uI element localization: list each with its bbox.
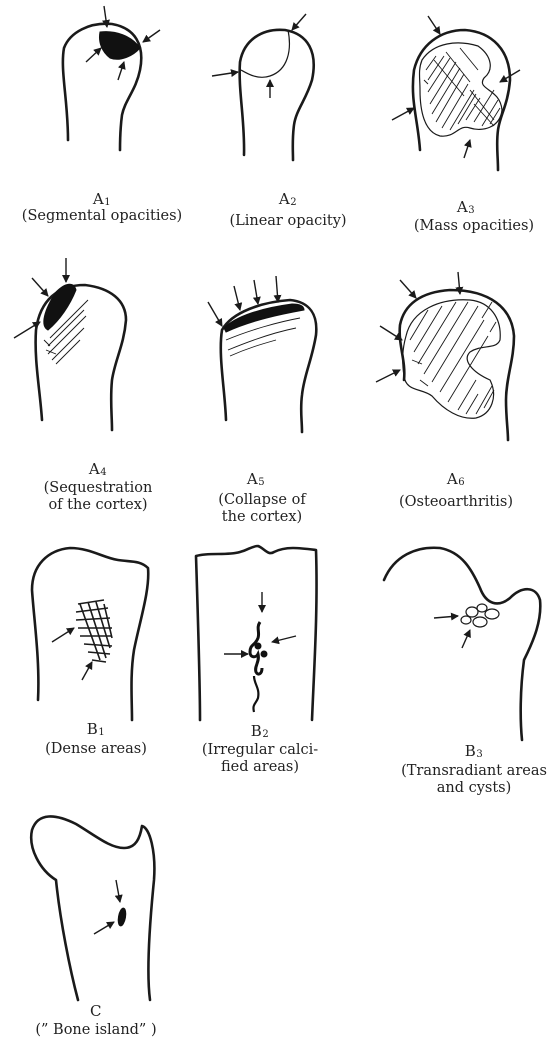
panel-c-drawing bbox=[31, 816, 154, 1000]
caption-a6: (Osteoarthritis) bbox=[346, 494, 557, 511]
arrow bbox=[376, 370, 400, 382]
panel-a3-drawing bbox=[392, 16, 520, 170]
panel-b3-drawing bbox=[384, 548, 540, 740]
bone-outline-a3 bbox=[413, 30, 510, 170]
panel-a6-drawing bbox=[376, 272, 514, 440]
arrow bbox=[94, 922, 114, 934]
arrow bbox=[276, 276, 278, 302]
panel-a2-drawing bbox=[212, 14, 314, 160]
arrow bbox=[272, 636, 296, 642]
panel-code-b3: B3 bbox=[374, 742, 557, 760]
arrow bbox=[143, 30, 160, 42]
panel-code-a6: A6 bbox=[356, 470, 556, 488]
arrow bbox=[82, 662, 92, 680]
panel-code-c: C bbox=[0, 1002, 196, 1020]
panel-code-b2: B2 bbox=[160, 722, 360, 740]
bone-outline-b2 bbox=[196, 546, 317, 720]
panel-code-a1: A1 bbox=[2, 190, 202, 208]
arrow bbox=[428, 16, 440, 34]
arrow bbox=[254, 280, 258, 304]
panel-a5-drawing bbox=[208, 276, 316, 432]
arrow bbox=[32, 278, 48, 296]
arrow bbox=[292, 14, 306, 30]
arrow bbox=[208, 302, 222, 326]
arrow bbox=[434, 616, 458, 618]
arrow bbox=[86, 48, 101, 62]
arrow bbox=[462, 630, 470, 648]
arrow bbox=[234, 286, 240, 310]
panel-code-a2: A2 bbox=[188, 190, 388, 208]
arrow bbox=[464, 140, 470, 158]
panel-code-a3: A3 bbox=[366, 198, 557, 216]
arrow bbox=[400, 280, 416, 298]
collapsed-cortex bbox=[224, 304, 304, 332]
panel-a1-drawing bbox=[63, 6, 160, 150]
bone-outline-a2 bbox=[240, 30, 314, 160]
transradiant-cysts bbox=[461, 604, 499, 627]
panel-a4-drawing bbox=[14, 258, 126, 430]
caption-b2: (Irregular calci- fied areas) bbox=[150, 742, 370, 776]
arrow bbox=[52, 628, 74, 642]
caption-c: (” Bone island” ) bbox=[0, 1022, 206, 1039]
caption-b3: (Transradiant areas and cysts) bbox=[364, 763, 557, 797]
mass-opacity-hatching bbox=[424, 48, 500, 130]
osteoarthritis-hatching bbox=[410, 302, 496, 414]
caption-a5: (Collapse of the cortex) bbox=[152, 492, 372, 526]
mass-opacity-outline bbox=[420, 43, 503, 136]
bone-outline-c bbox=[31, 816, 154, 1000]
arrow bbox=[116, 880, 120, 902]
arrow bbox=[392, 108, 414, 120]
panel-b1-drawing bbox=[32, 548, 148, 720]
caption-a3: (Mass opacities) bbox=[364, 218, 557, 235]
dense-area-hatching bbox=[76, 600, 112, 662]
arrow bbox=[212, 72, 238, 76]
linear-opacity bbox=[241, 30, 289, 77]
calcified-areas bbox=[250, 622, 267, 712]
bone-outline-b3 bbox=[384, 548, 540, 740]
panel-b2-drawing bbox=[196, 546, 317, 720]
arrow bbox=[118, 62, 124, 80]
bone-island bbox=[117, 908, 127, 927]
panel-code-a5: A5 bbox=[156, 470, 356, 488]
osteoarthritis-outline bbox=[403, 300, 501, 418]
